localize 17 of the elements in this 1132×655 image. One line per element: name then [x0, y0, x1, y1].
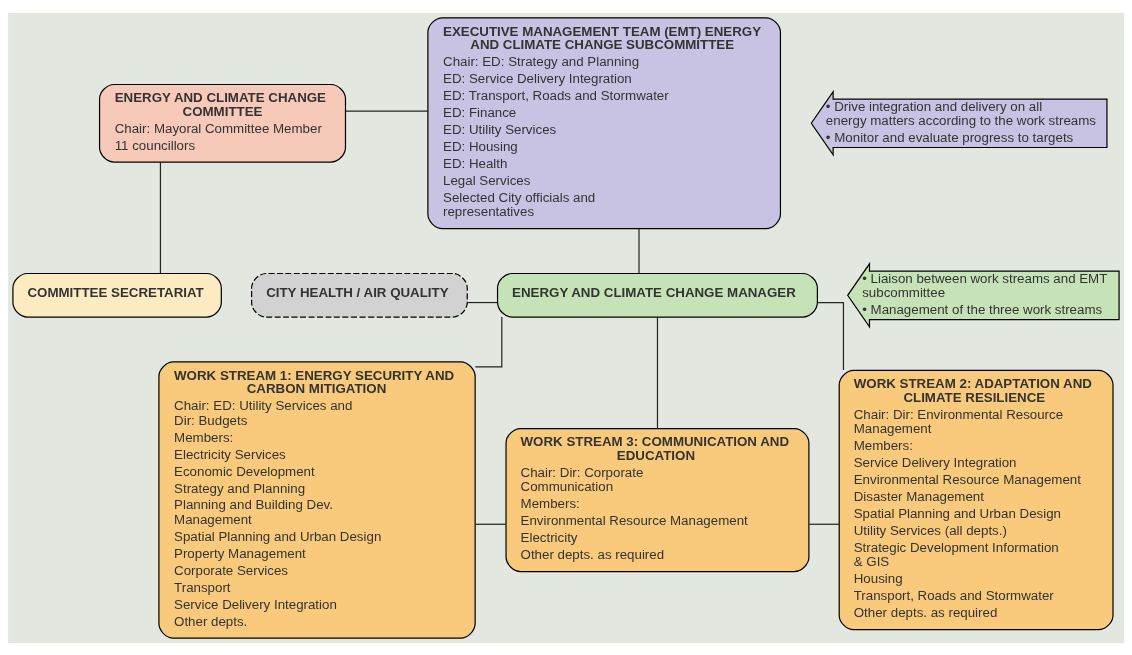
connector — [466, 301, 499, 303]
connector — [808, 523, 840, 525]
node-box: ENERGY AND CLIMATE CHANGE MANAGER — [496, 272, 818, 318]
connector — [159, 161, 162, 274]
node-box: ENERGY AND CLIMATE CHANGE COMMITTEE Chair: Mayoral Committee Member 11 councillors — [98, 83, 347, 163]
connector — [656, 316, 659, 429]
node-box: COMMITTEE SECRETARIAT — [12, 272, 222, 318]
connector — [474, 316, 503, 367]
node-box: EXECUTIVE MANAGEMENT TEAM (EMT) ENERGY AND CLIMATE CHANGE SUBCOMMITTEE Chair: ED: Strategy and Planning ED: Service Delivery Integration ED: Transport, Roads and Stormwater ED: Finance ED: Utility Services ED: Housing ED: Health Legal Services Selected City officials and representatives — [427, 16, 782, 229]
connector — [638, 227, 640, 274]
node-box: CITY HEALTH / AIR QUALITY — [251, 272, 468, 318]
node-box: WORK STREAM 1: ENERGY SECURITY AND CARBON MITIGATION Chair: ED: Utility Services and Dir: Budgets Members: Electricity Services Economic Development Strategy and Planning Planning and Building Dev. Management Spatial Planning and Urban Design Property Management Corporate Services Transport Service Delivery Integration Other depts. — [158, 360, 476, 639]
connector — [817, 301, 845, 371]
connector — [474, 523, 507, 525]
node-box: WORK STREAM 3: COMMUNICATION AND EDUCATION Chair: Dir: Corporate Communication Members: Environmental Resource Management Electricity Other depts. as required — [505, 427, 810, 572]
node-box: WORK STREAM 2: ADAPTATION AND CLIMATE RESILIENCE Chair: Dir: Environmental Resource Management Members: Service Delivery Integration Environmental Resource Management Disaster Management Spatial Planning and Urban Design Utility Services (all depts.) Strategic Development Information & GIS Housing Transport, Roads and Stormwater Other depts. as required — [838, 369, 1114, 630]
connector — [345, 110, 429, 112]
